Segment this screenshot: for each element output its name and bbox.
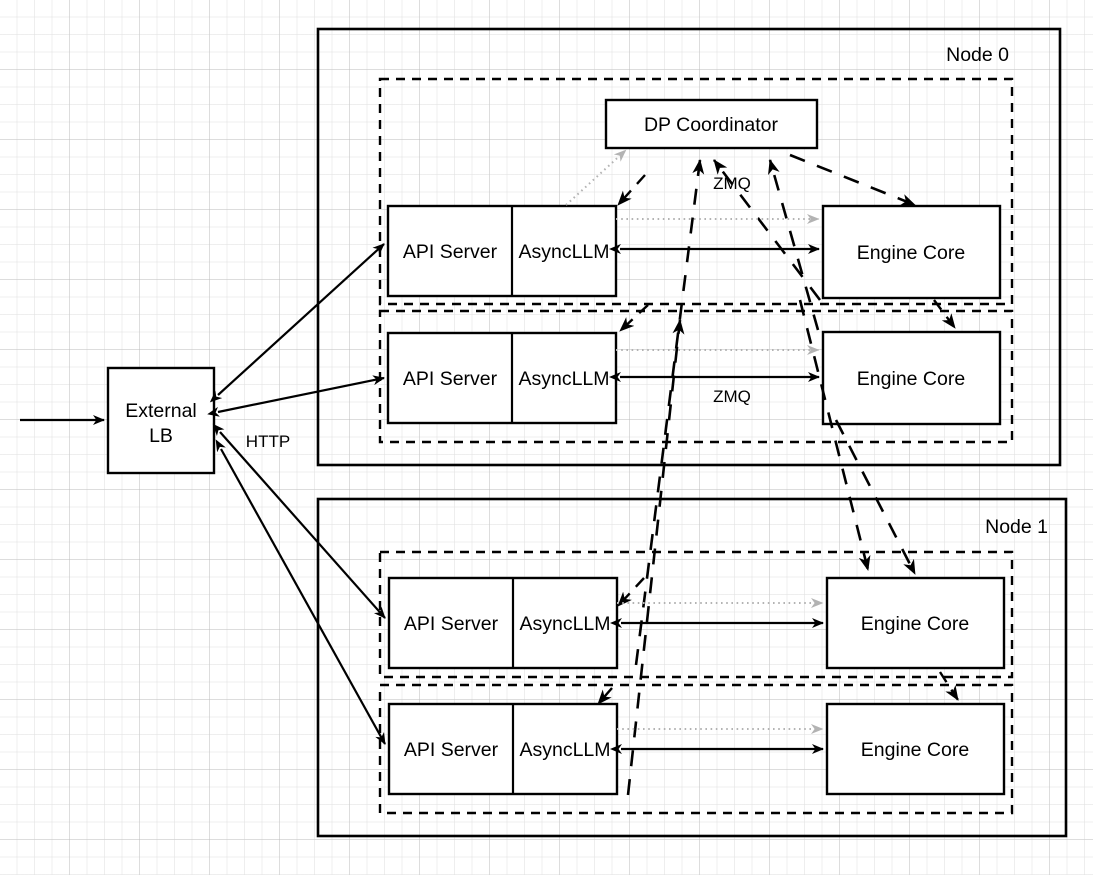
engine-core-label-2: Engine Core <box>861 613 969 635</box>
asyncllm-label-1: AsyncLLM <box>518 368 609 390</box>
dashed-edge-coordinator-to-node1-core0 <box>798 299 871 571</box>
dashed-edge-coordinator-to-asyncllm-3 <box>597 687 613 705</box>
dashed-edge-node1-core0-to-coordinator <box>634 159 705 666</box>
dashed-edge-coordinator-to-core0 <box>789 153 916 207</box>
external-lb-box[interactable] <box>106 366 216 475</box>
engine-core-box-2[interactable] <box>825 576 1006 670</box>
engine-core-box-0[interactable] <box>821 204 1002 300</box>
engine-core-box-3[interactable] <box>825 702 1006 796</box>
http-link-3 <box>215 439 386 745</box>
asyncllm-label-2: AsyncLLM <box>519 613 610 635</box>
engine-core-label-1: Engine Core <box>857 368 965 390</box>
api-server-label-0: API Server <box>403 241 498 263</box>
api-server-box-2[interactable] <box>387 576 619 670</box>
engine-group-0-container <box>378 77 1014 306</box>
dashed-edge-coordinator-to-asyncllm-0 <box>617 174 646 206</box>
external-lb-label-line2: LB <box>149 425 173 447</box>
engine-core-box-1[interactable] <box>821 330 1002 426</box>
api-server-box-3[interactable] <box>387 702 619 796</box>
asyncllm-label-0: AsyncLLM <box>518 241 609 263</box>
dashed-edge-node0-core0-to-coordinator <box>712 159 822 301</box>
engine-group-3-container <box>378 683 1014 815</box>
dp-coordinator-label: DP Coordinator <box>644 114 779 136</box>
dotted-edge-asyncllm0-to-coordinator <box>565 149 627 206</box>
external-lb-label-line1: External <box>125 400 197 422</box>
dashed-edge-core0-to-core1 <box>933 299 956 329</box>
dashed-edge-node1-core0-to-core1 <box>938 671 960 701</box>
dashed-edge-coordinator-to-asyncllm-2 <box>617 577 645 607</box>
dashed-edge-node1-core1-to-coordinator <box>626 319 685 796</box>
engine-group-2-container <box>378 550 1014 679</box>
api-server-box-0[interactable] <box>386 204 618 298</box>
dashed-edge-coordinator-to-asyncllm-1 <box>619 304 649 332</box>
engine-core-label-0: Engine Core <box>857 242 965 264</box>
zmq-coordinator-label: ZMQ <box>713 174 751 193</box>
api-server-label-2: API Server <box>404 613 499 635</box>
http-link-1 <box>207 375 385 417</box>
dp-coordinator-box[interactable] <box>604 98 819 150</box>
zmq-link-1-label: ZMQ <box>713 387 751 406</box>
asyncllm-label-3: AsyncLLM <box>519 739 610 761</box>
http-link-2 <box>212 423 386 619</box>
http-label: HTTP <box>246 432 290 451</box>
api-server-label-3: API Server <box>404 739 499 761</box>
node-0-label: Node 0 <box>946 44 1009 66</box>
api-server-label-1: API Server <box>403 368 498 390</box>
http-link-0 <box>209 243 385 403</box>
node-1-label: Node 1 <box>985 516 1048 538</box>
engine-core-label-3: Engine Core <box>861 739 969 761</box>
